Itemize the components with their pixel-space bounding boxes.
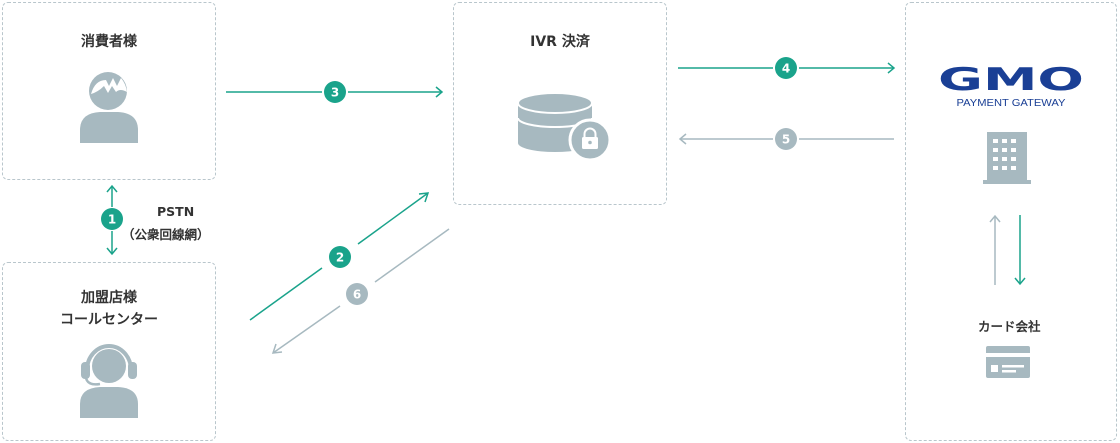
consumer-person-icon [80, 72, 138, 143]
merchant-title-line2: コールセンター [60, 312, 158, 328]
step-6-arrow [271, 228, 450, 354]
consumer-title: 消費者様 [81, 34, 137, 50]
pstn-label: PSTN [157, 204, 195, 219]
step-2-number: 2 [336, 251, 344, 265]
step-2-arrow [249, 192, 430, 321]
step-5-arrow [678, 133, 894, 145]
step-1-arrow [106, 184, 118, 256]
merchant-box: 加盟店様 コールセンター [2, 262, 216, 441]
pstn-sublabel: （公衆回線網） [122, 227, 210, 242]
gmo-logo: GMO [938, 62, 1084, 98]
step-5-badge: 5 [775, 128, 797, 150]
step-6-number: 6 [353, 288, 361, 302]
step-4-number: 4 [782, 62, 790, 76]
ivr-box: IVR 決済 [453, 2, 667, 205]
ivr-title: IVR 決済 [530, 34, 590, 50]
card-up-arrow [989, 214, 1001, 285]
card-down-arrow [1014, 215, 1026, 286]
building-icon [983, 132, 1031, 184]
step-5-number: 5 [782, 133, 790, 147]
step-4-arrow [678, 62, 896, 74]
gmo-logo-subtitle: PAYMENT GATEWAY [957, 97, 1066, 109]
step-6-badge: 6 [346, 283, 368, 305]
step-4-badge: 4 [775, 57, 797, 79]
gmo-box [905, 2, 1117, 441]
step-3-arrow [226, 86, 444, 98]
merchant-title-line1: 加盟店様 [81, 290, 137, 306]
headset-person-icon [80, 344, 138, 418]
step-3-badge: 3 [324, 81, 346, 103]
credit-card-icon [986, 346, 1030, 378]
step-1-number: 1 [108, 213, 116, 227]
lock-icon [568, 118, 612, 162]
card-company-label: カード会社 [978, 319, 1041, 334]
consumer-box: 消費者様 [2, 2, 216, 180]
step-3-number: 3 [331, 86, 339, 100]
step-2-badge: 2 [329, 246, 351, 268]
step-1-badge: 1 [101, 208, 123, 230]
